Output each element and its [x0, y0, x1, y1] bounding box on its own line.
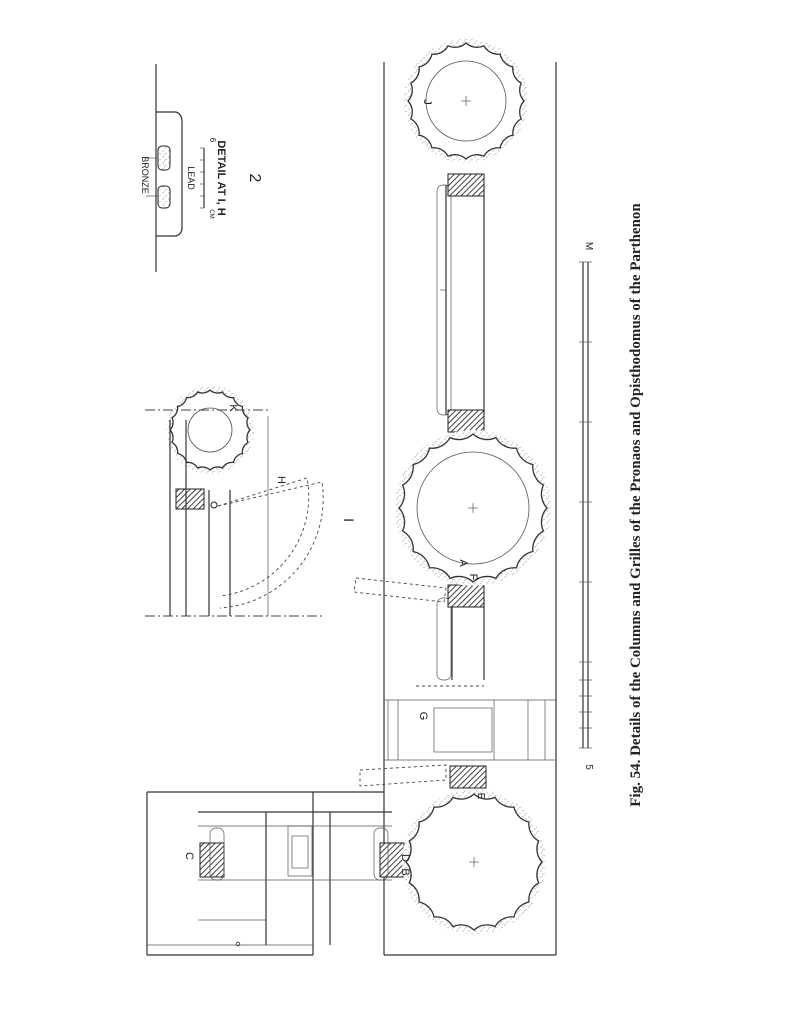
- marker-K: K: [227, 404, 239, 412]
- marker-D: D: [399, 854, 411, 862]
- detail-2-lead-bronze: [146, 64, 205, 272]
- grille-rails: [353, 184, 485, 787]
- column-section-detail-inner: [187, 407, 233, 453]
- main-stylobate-plan: [146, 62, 557, 956]
- marker-G: G: [417, 712, 429, 721]
- marker-B: B: [399, 868, 411, 875]
- detail-material-top: BRONZE: [140, 156, 150, 194]
- detail-number: 2: [246, 174, 263, 183]
- marker-J: J: [421, 99, 433, 105]
- marker-A: A: [457, 559, 469, 567]
- detail-material-bottom: LEAD: [186, 166, 196, 190]
- hatched-blocks: [175, 173, 487, 878]
- detail-title: DETAIL AT I, H: [215, 140, 227, 215]
- marker-I: I: [341, 518, 357, 522]
- marker-E: E: [475, 793, 486, 800]
- figure-caption: Fig. 54. Details of the Columns and Gril…: [628, 203, 644, 807]
- detail-I: [145, 409, 324, 617]
- scale-unit-label: M: [583, 242, 594, 250]
- marker-C: C: [183, 852, 195, 860]
- marker-H: H: [275, 476, 287, 484]
- column-centres: [461, 96, 479, 867]
- marker-F: F: [467, 574, 479, 581]
- scale-start-label: 5: [583, 764, 594, 770]
- detail-scale-unit: CM: [208, 209, 214, 218]
- metre-scale-bar: [579, 261, 592, 749]
- left-wall-section: [198, 811, 392, 947]
- detail-scale-start: 6: [208, 138, 217, 143]
